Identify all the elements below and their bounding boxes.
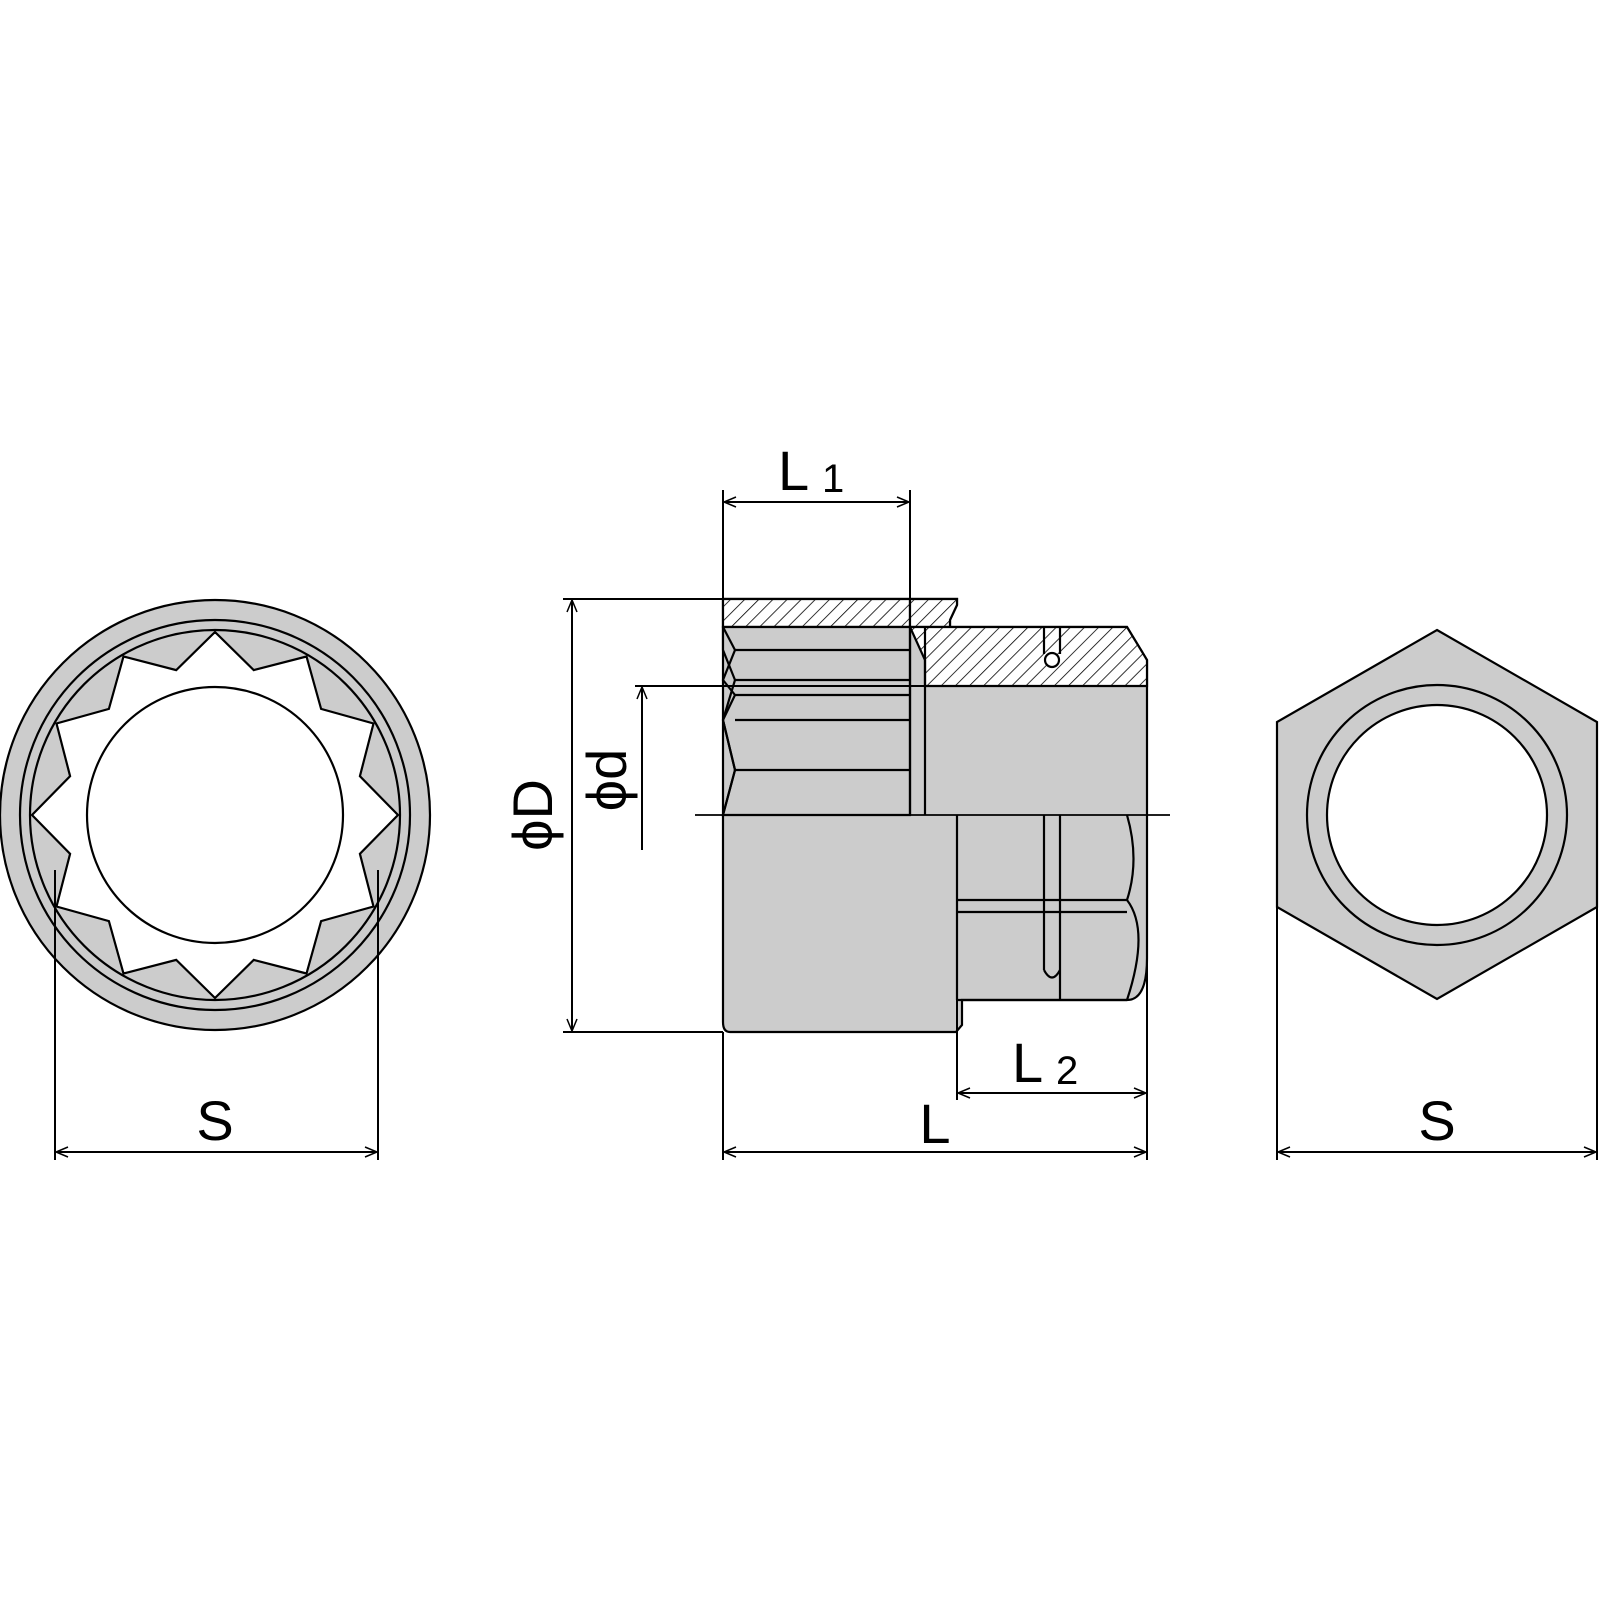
l1-label-sub: 1 xyxy=(822,457,844,501)
socket-back-view xyxy=(1275,628,1599,1001)
outer-diameter-dimension xyxy=(563,598,723,1033)
socket-side-view xyxy=(695,597,1170,1034)
chamfer-ring xyxy=(18,618,412,1012)
section-hatch-shoulder xyxy=(908,597,959,629)
front-width-label: S xyxy=(196,1089,233,1152)
section-hatch-square-drive xyxy=(908,625,1149,688)
inner-rim xyxy=(28,628,402,1002)
l1-label-main: L xyxy=(778,439,809,502)
outer-diameter-label: ϕD xyxy=(501,779,564,851)
overall-length-label: L xyxy=(919,1092,950,1155)
hex-bore xyxy=(1325,703,1549,927)
bore-circle xyxy=(85,685,345,945)
detent-ball-hole xyxy=(1043,651,1061,669)
l2-dimension xyxy=(956,960,1148,1160)
l2-label-sub: 2 xyxy=(1056,1049,1078,1093)
l2-label-main: L xyxy=(1012,1031,1043,1094)
section-hatch-drive-end xyxy=(721,597,912,629)
front-width-dimension xyxy=(54,870,379,1160)
back-width-label: S xyxy=(1418,1089,1455,1152)
hex-outer-ring xyxy=(1305,683,1569,947)
back-width-dimension xyxy=(1276,907,1598,1160)
inner-diameter-dimension xyxy=(635,685,925,850)
inner-diameter-label: ϕd xyxy=(575,749,638,812)
overall-length-dimension xyxy=(722,1032,1148,1160)
l1-dimension xyxy=(722,490,911,599)
socket-front-view xyxy=(0,598,432,1032)
